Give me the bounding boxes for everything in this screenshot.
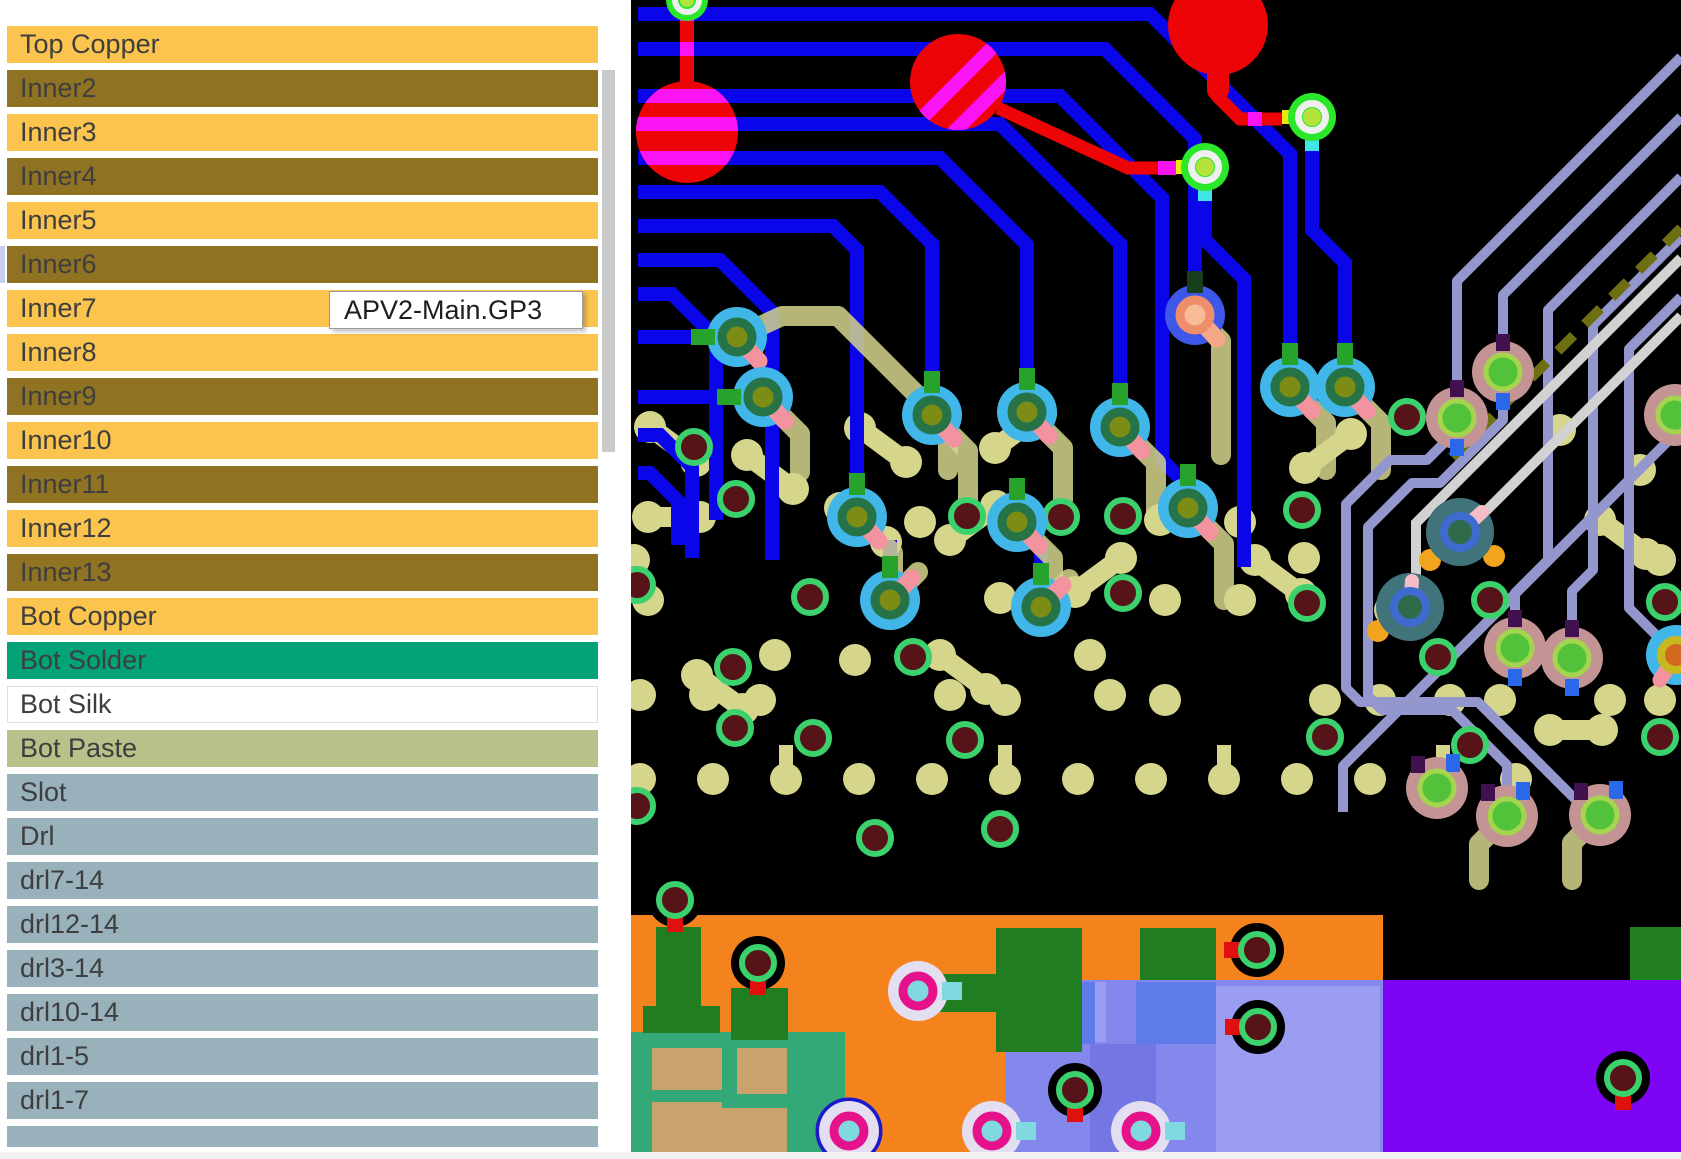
sidebar-item-partial[interactable] bbox=[7, 1126, 598, 1147]
sidebar-item-inner13[interactable]: Inner13 bbox=[7, 554, 598, 591]
sidebar-item-drl12-14[interactable]: drl12-14 bbox=[7, 906, 598, 943]
sidebar-item-drl3-14[interactable]: drl3-14 bbox=[7, 950, 598, 987]
sidebar-item-inner10[interactable]: Inner10 bbox=[7, 422, 598, 459]
white-trace bbox=[1411, 254, 1681, 583]
sidebar-item-top-copper[interactable]: Top Copper bbox=[7, 26, 598, 63]
sidebar-item-drl1-5[interactable]: drl1-5 bbox=[7, 1038, 598, 1075]
pcb-teal-vias bbox=[1367, 498, 1505, 642]
sidebar-item-slot[interactable]: Slot bbox=[7, 774, 598, 811]
window-bottom-strip bbox=[0, 1152, 1681, 1159]
pcb-bottom-overlay bbox=[648, 873, 1650, 1152]
sidebar-item-inner6[interactable]: Inner6 bbox=[7, 246, 598, 283]
pcb-maroon-pads bbox=[631, 398, 1681, 857]
sidebar-item-inner5[interactable]: Inner5 bbox=[7, 202, 598, 239]
sidebar-item-inner12[interactable]: Inner12 bbox=[7, 510, 598, 547]
sidebar-item-drl7-14[interactable]: drl7-14 bbox=[7, 862, 598, 899]
sidebar-item-inner3[interactable]: Inner3 bbox=[7, 114, 598, 151]
pcb-vias bbox=[691, 271, 1681, 688]
pcb-canvas[interactable] bbox=[631, 0, 1681, 1152]
sidebar-item-inner2[interactable]: Inner2 bbox=[7, 70, 598, 107]
pcb-green-vias bbox=[666, 0, 1336, 201]
sidebar-item-drl1-7[interactable]: drl1-7 bbox=[7, 1082, 598, 1119]
sidebar-item-bot-solder[interactable]: Bot Solder bbox=[7, 642, 598, 679]
sidebar-item-bot-copper[interactable]: Bot Copper bbox=[7, 598, 598, 635]
sidebar-item-bot-paste[interactable]: Bot Paste bbox=[7, 730, 598, 767]
pcb-rosy-vias bbox=[1406, 334, 1681, 847]
sidebar-item-drl[interactable]: Drl bbox=[7, 818, 598, 855]
layer-selection-indicator bbox=[0, 246, 5, 283]
pcb-red-artwork bbox=[636, 0, 1282, 183]
sidebar-item-inner11[interactable]: Inner11 bbox=[7, 466, 598, 503]
sidebar-item-inner8[interactable]: Inner8 bbox=[7, 334, 598, 371]
sidebar-item-drl10-14[interactable]: drl10-14 bbox=[7, 994, 598, 1031]
sidebar-scrollbar[interactable] bbox=[602, 70, 615, 452]
sidebar-item-inner9[interactable]: Inner9 bbox=[7, 378, 598, 415]
solid-red-pad bbox=[1168, 0, 1268, 75]
sidebar-item-bot-silk[interactable]: Bot Silk bbox=[7, 686, 598, 723]
sidebar-item-inner4[interactable]: Inner4 bbox=[7, 158, 598, 195]
layer-tooltip: APV2-Main.GP3 bbox=[329, 291, 583, 329]
